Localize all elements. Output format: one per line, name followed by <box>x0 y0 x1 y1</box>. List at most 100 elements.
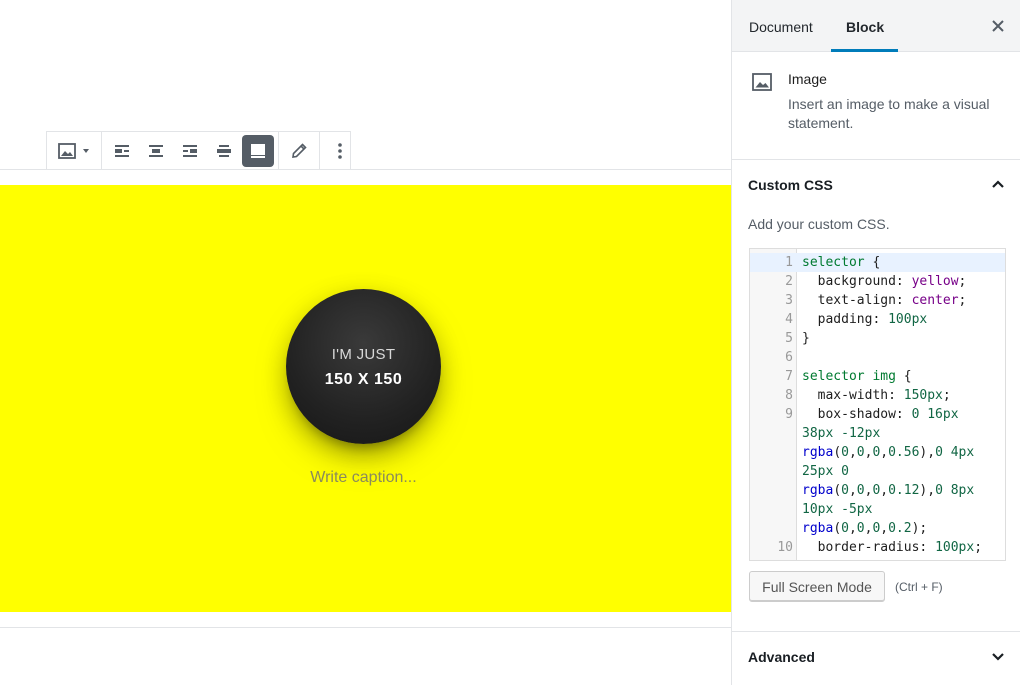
edit-group <box>279 132 320 169</box>
full-screen-shortcut: (Ctrl + F) <box>895 580 943 594</box>
block-icon <box>751 71 773 98</box>
more-group <box>320 132 360 169</box>
tab-document[interactable]: Document <box>749 19 813 35</box>
code-line-text: background: yellow; <box>802 274 967 289</box>
align-full-icon <box>251 143 265 158</box>
code-line[interactable]: 4 padding: 100px <box>750 310 1005 329</box>
code-line[interactable]: rgba(0,0,0,0.12),0 8px <box>750 481 1005 500</box>
placeholder-image[interactable]: I'M JUST 150 X 150 <box>286 289 441 444</box>
block-switcher-group <box>47 132 102 169</box>
code-line-number: 5 <box>785 331 793 346</box>
code-line-text: 10px -5px <box>802 502 873 517</box>
align-wide-button[interactable] <box>208 135 240 167</box>
align-full-button[interactable] <box>242 134 274 167</box>
code-line-text: padding: 100px <box>802 312 928 327</box>
close-sidebar-button[interactable] <box>988 16 1008 36</box>
code-line-number: 9 <box>785 407 793 422</box>
placeholder-image-line1: I'M JUST <box>331 346 396 363</box>
block-toolbar <box>46 131 351 170</box>
code-line-text: box-shadow: 0 16px <box>802 407 959 422</box>
custom-css-panel: Custom CSS Add your custom CSS. 1 selecto… <box>732 160 1020 632</box>
advanced-expand-button[interactable] <box>989 647 1007 670</box>
code-line-text: selector { <box>802 255 881 270</box>
placeholder-image-line2: 150 X 150 <box>324 371 403 388</box>
pencil-icon <box>292 142 307 158</box>
tab-block[interactable]: Block <box>846 19 885 35</box>
code-line-number: 10 <box>777 540 793 555</box>
custom-css-collapse-button[interactable] <box>989 176 1007 199</box>
advanced-panel-toggle[interactable]: Advanced <box>748 649 815 665</box>
block-divider-top <box>0 169 731 170</box>
sidebar-tabs: Document Block <box>732 0 1020 52</box>
code-line-text: rgba(0,0,0,0.2); <box>802 521 928 536</box>
code-gutter <box>750 249 797 560</box>
image-caption-field[interactable]: Write caption... <box>310 469 417 486</box>
code-line[interactable]: 11} <box>750 557 1005 560</box>
align-center-button[interactable] <box>140 135 172 167</box>
code-line[interactable]: 7 selector img { <box>750 367 1005 386</box>
code-line-text: selector img { <box>802 369 912 384</box>
code-line-number: 2 <box>785 274 793 289</box>
code-line-text: max-width: 150px; <box>802 388 951 403</box>
code-line[interactable]: 9 box-shadow: 0 16px <box>750 405 1005 424</box>
code-line[interactable]: 3 text-align: center; <box>750 291 1005 310</box>
block-type-switcher[interactable] <box>51 135 97 167</box>
more-vertical-icon <box>338 142 342 159</box>
align-left-button[interactable] <box>106 135 138 167</box>
align-center-icon <box>149 144 163 157</box>
code-line-text: text-align: center; <box>802 293 967 308</box>
align-wide-icon <box>217 144 231 157</box>
block-divider-bottom <box>0 627 731 628</box>
block-card-title: Image <box>788 71 827 87</box>
settings-sidebar: Document Block Image Insert an image to … <box>731 0 1020 685</box>
full-screen-mode-button[interactable]: Full Screen Mode <box>749 571 885 602</box>
active-tab-indicator <box>831 49 898 52</box>
code-line[interactable]: 6 <box>750 348 1005 367</box>
code-line-text: } <box>802 557 810 560</box>
code-line[interactable]: 2 background: yellow; <box>750 272 1005 291</box>
code-line[interactable]: rgba(0,0,0,0.2); <box>750 519 1005 538</box>
code-line-number: 4 <box>785 312 793 327</box>
code-line-text: } <box>802 331 810 346</box>
code-line[interactable]: 5} <box>750 329 1005 348</box>
caret-down-icon <box>83 148 89 153</box>
code-line[interactable]: 8 max-width: 150px; <box>750 386 1005 405</box>
code-line-number: 6 <box>785 350 793 365</box>
code-line[interactable]: 1 selector { <box>750 253 1005 272</box>
custom-css-panel-toggle[interactable]: Custom CSS <box>748 177 833 193</box>
advanced-panel: Advanced <box>732 632 1020 685</box>
code-line-text: 38px -12px <box>802 426 881 441</box>
code-line[interactable]: 10px -5px <box>750 500 1005 519</box>
editor-canvas: I'M JUST 150 X 150 Write caption... <box>0 131 731 628</box>
more-options-button[interactable] <box>324 135 356 167</box>
code-line[interactable]: 25px 0 <box>750 462 1005 481</box>
align-right-icon <box>183 144 197 157</box>
image-icon <box>752 73 772 91</box>
code-line-number: 8 <box>785 388 793 403</box>
code-line[interactable]: 10 border-radius: 100px; <box>750 538 1005 557</box>
alignment-group <box>102 132 279 169</box>
code-line[interactable]: rgba(0,0,0,0.56),0 4px <box>750 443 1005 462</box>
edit-image-button[interactable] <box>283 135 315 167</box>
align-right-button[interactable] <box>174 135 206 167</box>
code-line-number: 11 <box>750 557 793 560</box>
code-line-text: 25px 0 <box>802 464 849 479</box>
close-icon <box>992 20 1004 32</box>
chevron-up-icon <box>992 180 1004 188</box>
code-line-number: 3 <box>785 293 793 308</box>
block-card-description: Insert an image to make a visual stateme… <box>788 96 990 131</box>
code-line-text: rgba(0,0,0,0.56),0 4px <box>802 445 975 460</box>
align-left-icon <box>115 144 129 157</box>
code-line[interactable]: 38px -12px <box>750 424 1005 443</box>
code-line-text: rgba(0,0,0,0.12),0 8px <box>802 483 975 498</box>
custom-css-help: Add your custom CSS. <box>748 216 890 232</box>
code-line-number: 1 <box>785 255 793 270</box>
chevron-down-icon <box>992 653 1004 661</box>
block-card: Image Insert an image to make a visual s… <box>732 52 1020 160</box>
code-line-number: 7 <box>785 369 793 384</box>
code-line-text: border-radius: 100px; <box>802 540 983 555</box>
image-icon <box>58 142 76 159</box>
